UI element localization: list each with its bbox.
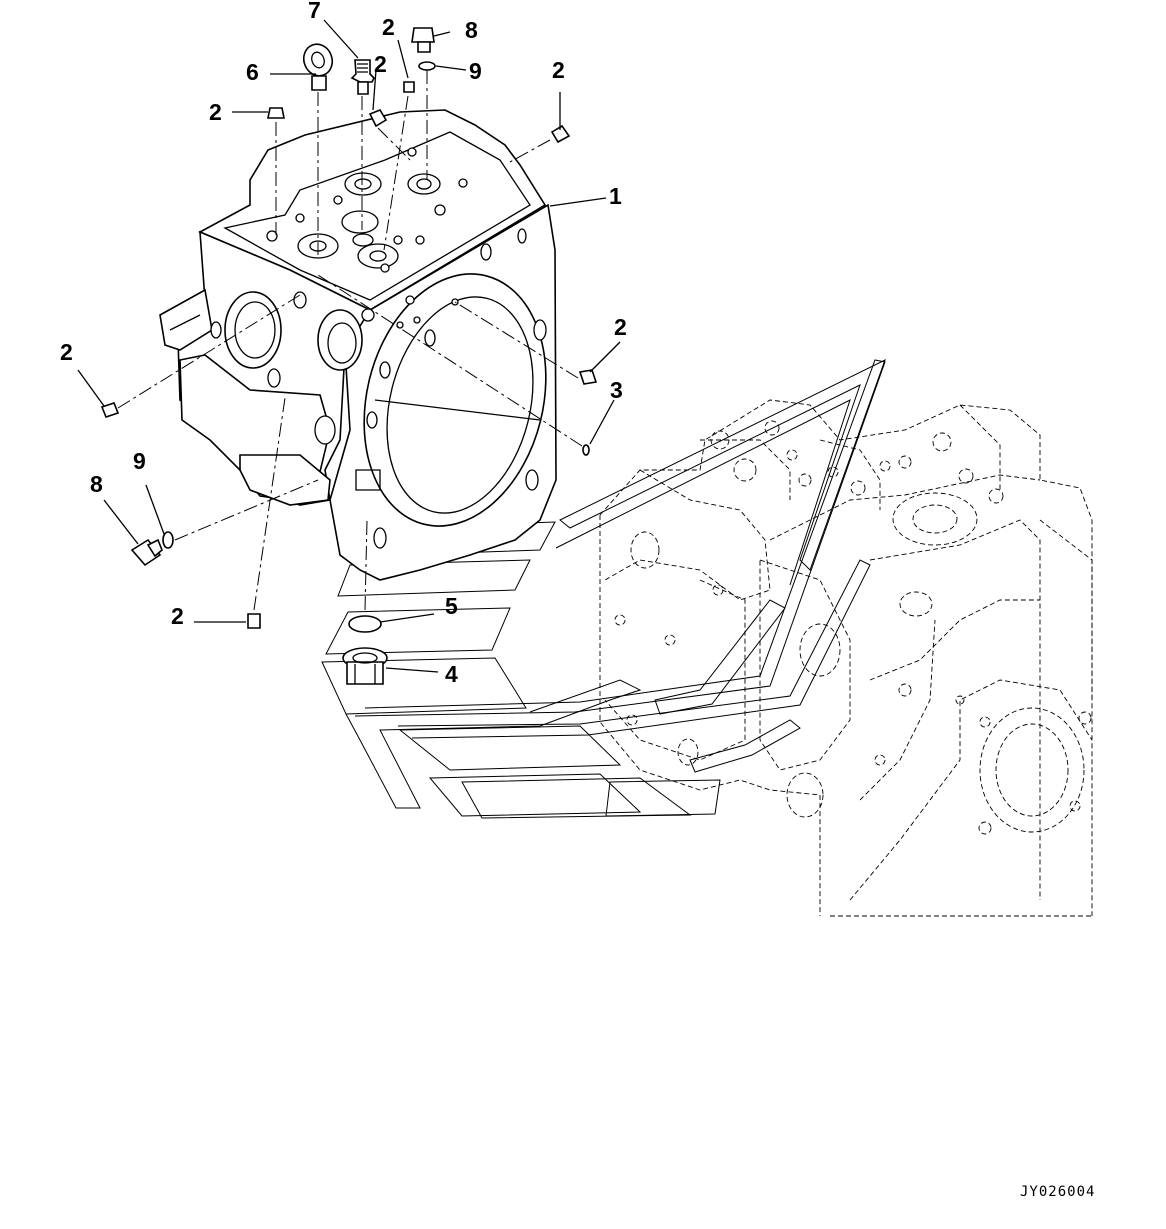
assembly-arrow-shaft-2 — [397, 559, 871, 739]
plug-part-8-a — [411, 27, 435, 53]
plug-part-2-f — [100, 402, 120, 418]
callout-8: 8 — [90, 471, 103, 497]
assembly-arrow-outline-d — [321, 657, 527, 715]
assembly-arrow-box-4 — [605, 779, 721, 817]
assembly-arrow-chevron-2 — [689, 719, 801, 773]
center-lines — [117, 70, 583, 611]
assembly-arrow-outline-c — [325, 607, 511, 655]
plug-part-2-b — [368, 109, 388, 128]
callout-2: 2 — [382, 14, 395, 40]
plug-part-2-g — [247, 613, 261, 629]
plug-part-8-b — [130, 538, 163, 567]
assembly-arrow-outline-b — [337, 559, 531, 597]
assembly-arrow-shaft-long — [354, 359, 886, 717]
o-ring-part-9-a — [418, 61, 436, 71]
callout-2: 2 — [374, 51, 387, 77]
o-ring-part-9-b — [162, 531, 174, 549]
assembly-arrow-box-1 — [398, 725, 622, 771]
installed-pump-ghost — [599, 399, 1093, 917]
callout-9: 9 — [133, 448, 146, 474]
callout-1: 1 — [609, 183, 622, 209]
assembly-arrow-outline-e — [345, 679, 642, 809]
plug-part-2-a — [267, 107, 285, 119]
callout-8: 8 — [465, 17, 478, 43]
plug-part-2-c — [403, 81, 415, 93]
callout-5: 5 — [445, 593, 458, 619]
pump-case-part-1 — [159, 109, 557, 581]
callout-4: 4 — [445, 661, 458, 687]
callout-2: 2 — [171, 603, 184, 629]
assembly-arrow-chevron — [654, 599, 786, 715]
plug-part-4 — [342, 647, 388, 685]
assembly-arrow-box-3 — [461, 777, 692, 819]
callout-2: 2 — [60, 339, 73, 365]
assembly-arrow-box-2 — [428, 773, 642, 817]
plug-part-2-d — [550, 124, 571, 144]
o-ring-part-5 — [348, 615, 382, 633]
callout-2: 2 — [209, 99, 222, 125]
fitting-part-7 — [350, 59, 375, 95]
assembly-arrow-head — [559, 359, 886, 571]
callout-6: 6 — [246, 59, 259, 85]
callout-7: 7 — [308, 0, 321, 23]
eyebolt-part-6 — [302, 43, 334, 91]
assembly-arrow-head-inner — [555, 399, 851, 586]
pin-part-3 — [582, 444, 590, 456]
figure-code: JY026004 — [1020, 1184, 1095, 1200]
plug-part-2-e — [578, 369, 598, 385]
callout-3: 3 — [610, 377, 623, 403]
callout-2: 2 — [552, 57, 565, 83]
callout-2: 2 — [614, 314, 627, 340]
assembly-arrow-stack — [321, 359, 886, 819]
leader-lines — [77, 19, 621, 673]
callout-labels: 7 2 8 6 2 9 2 2 1 2 2 3 9 8 5 2 4 — [60, 0, 627, 687]
callout-9: 9 — [469, 58, 482, 84]
